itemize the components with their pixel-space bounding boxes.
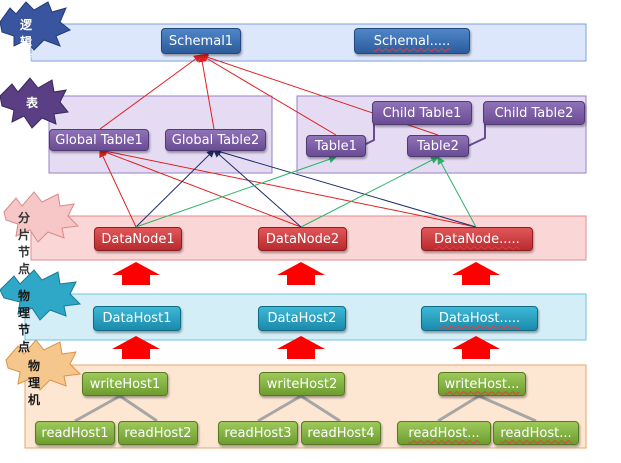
readhost-6[interactable]: readHost... <box>493 421 579 445</box>
up-arrow-host2-node2 <box>277 262 325 285</box>
child-table-node-2[interactable]: Child Table2 <box>483 101 585 125</box>
layer-badge-physical-node <box>0 269 82 321</box>
link-datanode1-global-table2 <box>135 149 215 228</box>
datahost-3[interactable]: DataHost..... <box>421 306 538 331</box>
layer-badge-physical-machine <box>5 339 82 391</box>
writehost-1-label: writeHost1 <box>89 376 161 392</box>
readhost-4-label: readHost4 <box>307 425 375 441</box>
readhost-3[interactable]: readHost3 <box>218 421 298 445</box>
logic-db-band <box>30 23 587 62</box>
child-table-node-1[interactable]: Child Table1 <box>372 101 472 125</box>
link-datanode1-table1 <box>135 155 337 228</box>
child-table-node-1-label: Child Table1 <box>382 105 462 121</box>
table-node-2[interactable]: Table2 <box>407 135 469 157</box>
up-arrow-host1-node1 <box>112 262 160 285</box>
datanode-2-label: DataNode2 <box>265 231 340 247</box>
layer-badge-table <box>0 77 69 129</box>
up-arrow-write2-host2 <box>277 336 325 359</box>
datanode-1[interactable]: DataNode1 <box>94 227 182 251</box>
datanode-1-label: DataNode1 <box>101 231 175 247</box>
readhost-6-label: readHost... <box>500 425 572 441</box>
up-arrow-host3-node3 <box>452 262 500 285</box>
datanode-2[interactable]: DataNode2 <box>258 227 347 251</box>
layer-label-shard-node: 分片节点 <box>18 211 31 276</box>
schema-node-1-label: Schemal1 <box>168 33 234 49</box>
writehost-1[interactable]: writeHost1 <box>82 372 168 396</box>
datanode-3[interactable]: DataNode..... <box>421 227 533 251</box>
datahost-1-label: DataHost1 <box>102 311 172 326</box>
link-datanode3-global-table2 <box>213 148 477 228</box>
link-table1-schema <box>200 54 337 136</box>
datahost-2-label: DataHost2 <box>267 311 337 326</box>
up-arrow-write1-host1 <box>112 336 160 359</box>
writehost-2[interactable]: writeHost2 <box>259 372 345 396</box>
link-datanode1-global-table1 <box>99 149 137 228</box>
link-datanode2-global-table2 <box>213 149 302 228</box>
datahost-2[interactable]: DataHost2 <box>258 306 346 331</box>
readhost-4[interactable]: readHost4 <box>301 421 381 445</box>
link-readhost5-writehost3 <box>437 394 480 423</box>
link-datanode3-global-table1 <box>99 147 477 228</box>
child-table-node-2-label: Child Table2 <box>494 105 574 121</box>
readhost-3-label: readHost3 <box>224 425 292 441</box>
link-global-table2-schema <box>198 54 215 130</box>
readhost-1-label: readHost1 <box>41 425 109 441</box>
global-table-node-2[interactable]: Global Table2 <box>165 129 266 151</box>
datanode-3-label: DataNode..... <box>434 231 520 247</box>
link-global-table1-schema <box>99 54 202 130</box>
up-arrow-write3-host3 <box>452 336 500 359</box>
layer-badge-shard-node <box>3 191 80 243</box>
layer-label-table: 表 <box>26 96 39 110</box>
link-readhost6-writehost3 <box>478 394 537 423</box>
link-datanode2-global-table1 <box>99 148 302 228</box>
link-readhost2-writehost1 <box>119 394 158 423</box>
table-node-1-label: Table1 <box>315 138 357 154</box>
readhost-2-label: readHost2 <box>124 425 192 441</box>
schema-node-1[interactable]: Schemal1 <box>161 28 241 54</box>
writehost-2-label: writeHost2 <box>266 376 338 392</box>
readhost-1[interactable]: readHost1 <box>35 421 115 445</box>
link-readhost3-writehost2 <box>257 394 302 423</box>
global-table-node-1-label: Global Table1 <box>55 132 143 148</box>
layer-label-physical-machine: 物理机 <box>28 359 41 407</box>
global-table-node-2-label: Global Table2 <box>171 132 260 148</box>
readhost-2[interactable]: readHost2 <box>118 421 198 445</box>
schema-node-2[interactable]: Schemal..... <box>354 28 470 54</box>
schema-node-2-label: Schemal..... <box>373 33 451 49</box>
writehost-3-label: writeHost... <box>444 376 520 392</box>
datahost-1[interactable]: DataHost1 <box>93 306 181 331</box>
readhost-5-label: readHost... <box>408 425 480 441</box>
writehost-3[interactable]: writeHost... <box>438 372 526 396</box>
layer-badge-logic-db <box>0 1 71 51</box>
link-readhost1-writehost1 <box>74 394 121 423</box>
table-node-1[interactable]: Table1 <box>306 135 366 157</box>
link-datanode2-table2 <box>300 156 439 228</box>
link-readhost4-writehost2 <box>300 394 341 423</box>
global-table-node-1[interactable]: Global Table1 <box>49 129 149 151</box>
readhost-5[interactable]: readHost... <box>397 421 491 445</box>
layer-label-physical-node: 物理节点 <box>18 289 31 354</box>
table-node-2-label: Table2 <box>417 138 459 154</box>
datahost-3-label: DataHost..... <box>438 311 521 326</box>
layer-label-logic-db: 逻辑库 <box>20 18 33 66</box>
link-datanode3-table2 <box>437 156 477 228</box>
